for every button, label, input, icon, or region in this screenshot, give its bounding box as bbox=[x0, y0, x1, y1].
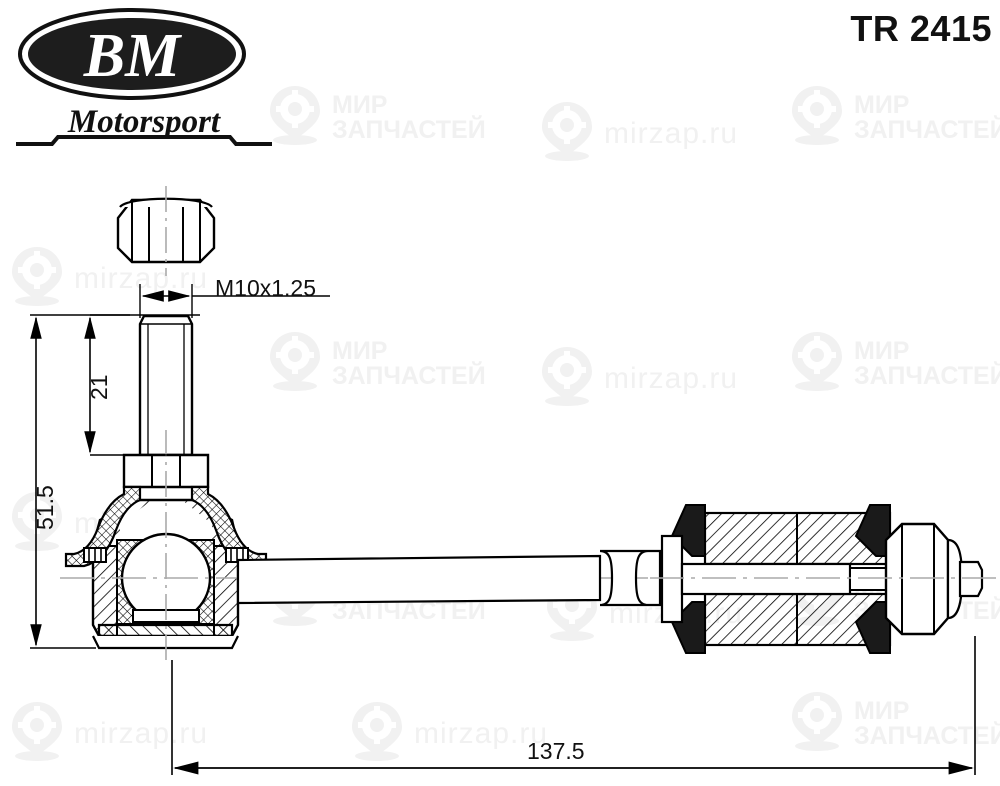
part-number: TR 2415 bbox=[850, 8, 992, 49]
dimension-label-thread: M10x1.25 bbox=[215, 275, 317, 301]
boot-clamp-left bbox=[83, 547, 107, 563]
dimension-thread bbox=[139, 284, 330, 318]
bolt-shaft bbox=[680, 562, 891, 596]
svg-text:BM: BM bbox=[83, 22, 182, 90]
dimension-label-overall-length: 137.5 bbox=[527, 738, 585, 764]
dimension-overall-length bbox=[171, 636, 976, 775]
hex-nut-right bbox=[884, 522, 964, 636]
bolt-tip bbox=[958, 560, 984, 598]
svg-text:Motorsport: Motorsport bbox=[67, 104, 221, 140]
dimension-label-joint-height: 51.5 bbox=[32, 485, 58, 530]
connecting-rod bbox=[236, 549, 662, 607]
dimension-joint-height bbox=[30, 314, 130, 649]
boot-clamp-right bbox=[225, 547, 249, 563]
page-header: BM Motorsport TR 2415 bbox=[0, 0, 1000, 165]
dust-boot-left bbox=[64, 485, 142, 568]
brand-logo: BM Motorsport bbox=[14, 4, 284, 164]
conical-washer-left bbox=[660, 504, 706, 654]
dimension-label-stud-length: 21 bbox=[86, 374, 112, 400]
